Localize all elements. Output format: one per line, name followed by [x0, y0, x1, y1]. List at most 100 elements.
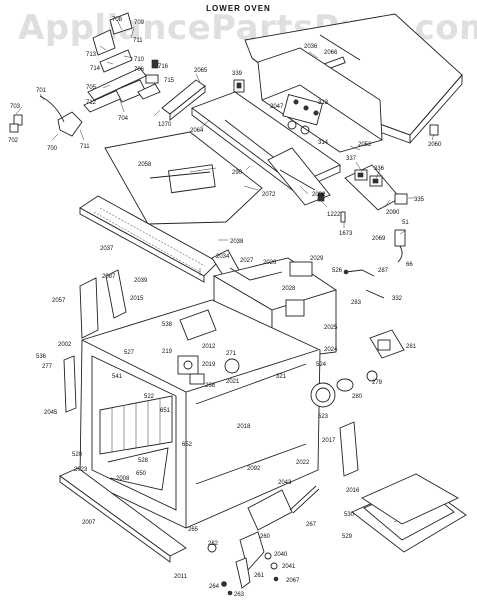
- part-label: 336: [374, 166, 385, 172]
- part-label: 2058: [138, 162, 152, 168]
- part-label: 2025: [324, 325, 338, 331]
- part-label: 314: [318, 140, 329, 146]
- control-bracket-2052: [257, 47, 383, 153]
- part-label: 2067: [286, 578, 300, 584]
- part-label: 332: [392, 296, 403, 302]
- back-panel-2036: [244, 13, 463, 144]
- part-labels: 708 709 711 713 714 710 706 716 715 705 …: [8, 17, 442, 598]
- switch-271: [224, 358, 240, 374]
- part-label: 524: [316, 362, 327, 368]
- part-label: 2057: [52, 298, 66, 304]
- part-label: 66: [406, 262, 413, 268]
- part-label: 711: [133, 38, 143, 44]
- part-label: 277: [42, 364, 53, 370]
- part-label: 536: [36, 354, 47, 360]
- part-label: 2090: [386, 210, 400, 216]
- part-label: 1673: [339, 231, 353, 237]
- part-label: 1222: [327, 212, 341, 218]
- part-label: 290: [232, 170, 243, 176]
- part-label: 287: [378, 268, 389, 274]
- pin-2041: [270, 562, 278, 570]
- part-label: 704: [118, 116, 129, 122]
- rail-2032: [267, 147, 331, 206]
- part-label: 2016: [346, 488, 360, 494]
- pin-2067: [273, 576, 279, 582]
- part-label: 2002: [58, 342, 72, 348]
- part-label: 541: [112, 374, 123, 380]
- part-label: 650: [136, 471, 147, 477]
- part-label: 279: [372, 380, 383, 386]
- switch-bracket-2090: [344, 164, 401, 211]
- part-label: 1270: [158, 122, 172, 128]
- part-label: 2027: [240, 258, 254, 264]
- part-label: 708: [112, 17, 123, 23]
- part-label: 268: [205, 383, 216, 389]
- slide-rail-267: [289, 485, 320, 514]
- part-label: 2087: [102, 274, 116, 280]
- part-label: 2029: [310, 256, 324, 262]
- screw-263: [227, 590, 233, 596]
- channel-2065: [161, 79, 206, 121]
- part-label: 280: [352, 394, 363, 400]
- part-label: 2008: [116, 476, 130, 482]
- part-label: 529: [342, 534, 353, 540]
- part-label: 283: [351, 300, 362, 306]
- part-label: 706: [134, 67, 145, 73]
- part-label: 261: [254, 573, 265, 579]
- bake-element-650: [107, 447, 169, 491]
- top-panel-2058: [104, 131, 263, 225]
- part-label: 2024: [324, 347, 338, 353]
- part-label: 281: [406, 344, 417, 350]
- part-label: 2018: [237, 424, 251, 430]
- part-label: 2026: [263, 260, 277, 266]
- part-label: 712: [86, 100, 97, 106]
- terminal-block-2069: [394, 229, 406, 263]
- part-label: 2064: [190, 128, 204, 134]
- part-label: 2017: [322, 438, 336, 444]
- part-label: 714: [90, 66, 101, 72]
- part-label: 2032: [312, 192, 326, 198]
- part-label: 715: [164, 78, 175, 84]
- part-label: 538: [162, 322, 173, 328]
- strip-2045: [63, 355, 77, 413]
- screw-264: [221, 581, 227, 587]
- part-label: 2047: [270, 104, 284, 110]
- hinge-287: [343, 269, 375, 277]
- part-label: 716: [158, 64, 169, 70]
- rail-2087: [105, 269, 127, 319]
- switch-335: [394, 193, 408, 205]
- leader-lines: [15, 19, 435, 276]
- part-label: 527: [124, 350, 135, 356]
- part-label: 263: [234, 592, 245, 598]
- latch-assembly: [9, 12, 161, 137]
- part-label: 701: [36, 88, 47, 94]
- part-label: 528: [138, 458, 149, 464]
- clip-2060: [429, 124, 439, 136]
- part-label: 2060: [428, 142, 442, 148]
- diagram-title: LOWER OVEN: [206, 4, 271, 13]
- part-label: 2028: [282, 286, 296, 292]
- part-label: 2038: [230, 239, 244, 245]
- part-label: 2011: [174, 574, 188, 580]
- part-label: 520: [72, 452, 83, 458]
- part-label: 530: [344, 512, 355, 518]
- part-label: 523: [318, 414, 329, 420]
- kick-panel-2007: [59, 467, 187, 563]
- part-label: 337: [346, 156, 357, 162]
- part-label: 522: [144, 394, 155, 400]
- part-label: 705: [86, 85, 97, 91]
- part-label: 702: [8, 138, 19, 144]
- broil-element-2012: [179, 309, 217, 341]
- fastener-1673: [340, 211, 346, 223]
- part-label: 2023: [74, 467, 88, 473]
- part-label: 219: [162, 349, 173, 355]
- part-label: 700: [47, 146, 58, 152]
- part-label: 282: [208, 541, 219, 547]
- part-label: 267: [306, 522, 317, 528]
- part-label: 2039: [134, 278, 148, 284]
- lamp-socket-279: [366, 370, 378, 382]
- part-label: 313: [318, 100, 329, 106]
- outer-box: [79, 299, 321, 529]
- pin-2040: [264, 552, 272, 560]
